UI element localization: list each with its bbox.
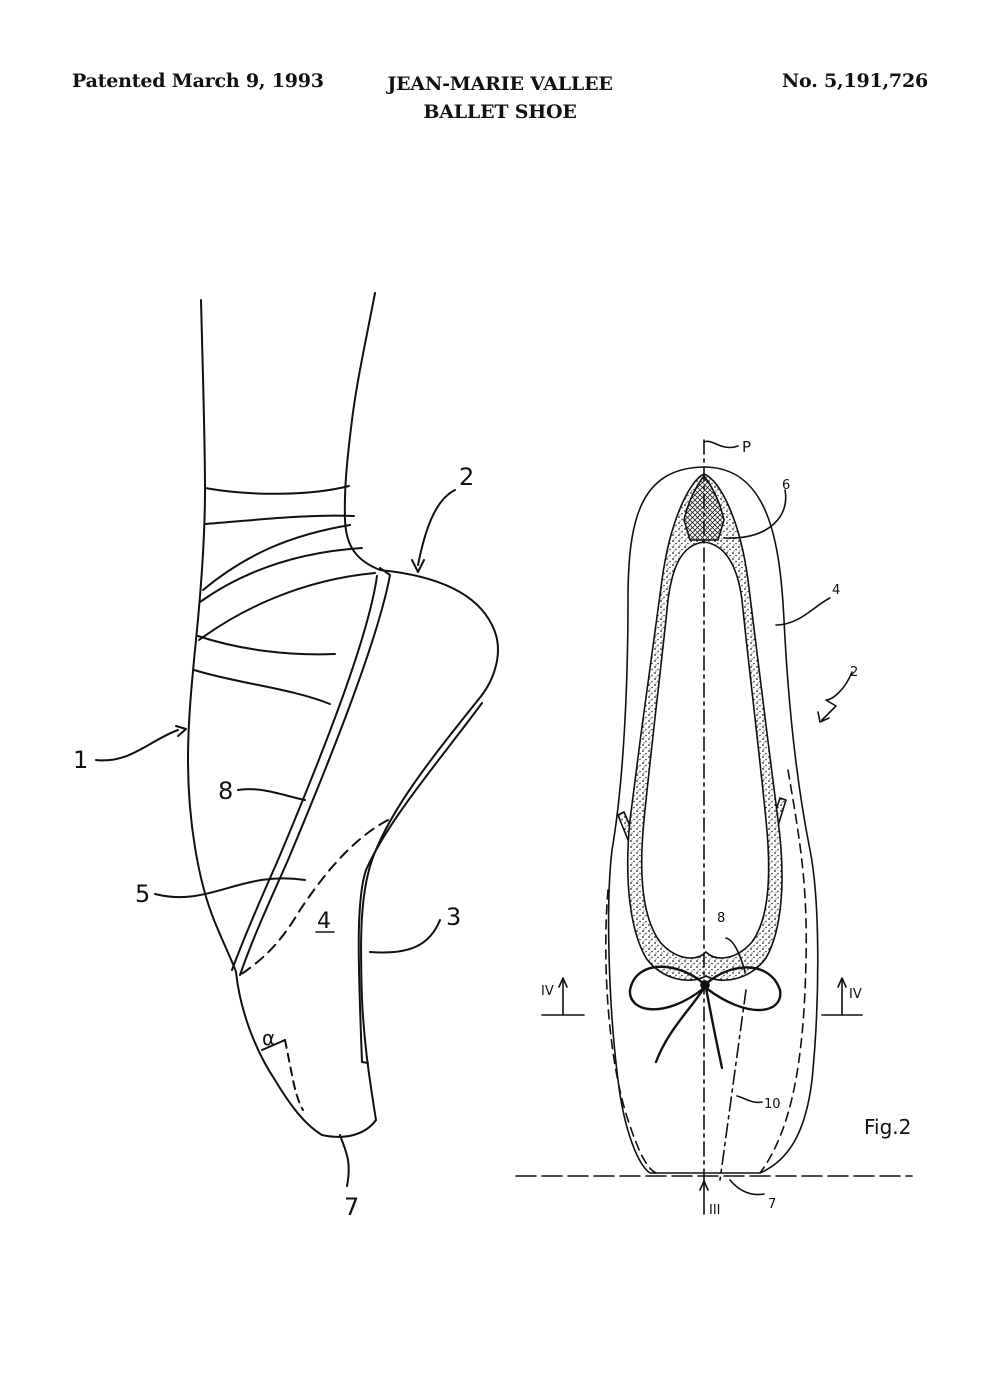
label-2: 2 <box>459 463 474 491</box>
bow-knot <box>700 980 710 990</box>
sole-dashed-right <box>759 769 808 1174</box>
shoe-outer-outline <box>607 466 819 1174</box>
leader-7 <box>339 1134 350 1187</box>
label-6: 6 <box>782 478 790 493</box>
label-8: 8 <box>218 777 233 805</box>
tip-angle-dashed <box>284 1039 304 1111</box>
label-alpha: α <box>262 1026 275 1050</box>
label-iv-right: IV <box>849 987 862 1002</box>
angle-arc <box>261 1039 286 1051</box>
view-iii-arrowhead <box>699 1180 709 1191</box>
toe-box-outline <box>235 971 377 1138</box>
patent-date: Patented March 9, 1993 <box>72 70 324 92</box>
figure-2-title: Fig.2 <box>864 1115 911 1139</box>
binding-ring <box>626 473 783 982</box>
leader-7-fig2 <box>729 1179 765 1196</box>
heel-cap <box>379 569 499 701</box>
label-3: 3 <box>446 903 461 931</box>
ribbon-band-top <box>204 485 350 495</box>
leader-4 <box>775 597 831 626</box>
toe-platform-dashed <box>239 819 389 976</box>
bow-tail-right <box>704 986 724 1070</box>
ribbon-band-top-lower <box>205 514 355 525</box>
label-p: P <box>742 438 751 456</box>
figure-1 <box>95 292 499 1187</box>
label-2-fig2: 2 <box>850 665 858 680</box>
leg-front-outline <box>187 299 237 973</box>
inventor-name: JEAN-MARIE VALLEE <box>387 73 613 95</box>
heel-collar <box>239 567 391 976</box>
label-5: 5 <box>135 880 150 908</box>
shank-outline <box>360 699 479 1121</box>
label-7-fig2: 7 <box>768 1197 776 1212</box>
leader-8 <box>237 788 306 801</box>
leader-1-arrow <box>175 725 187 737</box>
leader-6 <box>723 489 787 539</box>
label-1: 1 <box>73 746 88 774</box>
label-10: 10 <box>764 1097 781 1112</box>
leader-5 <box>154 877 306 899</box>
leg-back-outline <box>343 292 381 571</box>
plane-p-leader <box>703 440 739 449</box>
ribbon-cross-1 <box>202 524 351 591</box>
bow-loop-left <box>628 965 706 1011</box>
leader-2 <box>417 489 456 566</box>
leader-8-fig2 <box>725 937 746 973</box>
heel-collar-inner <box>231 575 378 971</box>
shank-plate <box>357 702 483 1064</box>
label-iv-left: IV <box>541 984 554 999</box>
label-4-fig2: 4 <box>832 583 840 598</box>
leader-3 <box>369 919 441 954</box>
patent-title-block: JEAN-MARIE VALLEE BALLET SHOE <box>0 70 1000 126</box>
ribbon-cross-3 <box>198 572 376 641</box>
sole-dashed-left <box>604 889 657 1174</box>
section-iv-left-arrowhead <box>558 977 568 988</box>
ribbon-cross-2 <box>199 547 363 603</box>
leader-2-fig2 <box>821 671 853 721</box>
invention-title: BALLET SHOE <box>423 101 577 123</box>
figure-1-labels: 1 2 3 4 5 7 8 α <box>73 463 474 1221</box>
section-iv-right-marker <box>821 979 863 1016</box>
section-iv-left-marker <box>541 979 585 1016</box>
figure-2 <box>515 439 913 1215</box>
label-8-fig2: 8 <box>717 911 725 926</box>
axis-10-line <box>719 989 747 1181</box>
leader-1 <box>95 729 179 762</box>
label-7: 7 <box>344 1193 359 1221</box>
leader-10 <box>736 1095 763 1104</box>
leader-2-fig2-arrow <box>817 711 830 723</box>
bow-tail-left <box>654 986 706 1064</box>
label-iii: III <box>709 1203 721 1218</box>
ribbon-band-mid-lower <box>193 669 331 705</box>
leader-2-arrow <box>411 559 425 573</box>
bow-loop-right <box>704 966 782 1012</box>
patent-number: No. 5,191,726 <box>781 70 928 92</box>
figure-2-labels: P 6 4 2 8 10 7 IV IV III Fig.2 <box>541 438 911 1218</box>
ribbon-band-mid <box>197 635 336 656</box>
label-4: 4 <box>317 909 331 934</box>
section-iv-right-arrowhead <box>837 977 847 988</box>
